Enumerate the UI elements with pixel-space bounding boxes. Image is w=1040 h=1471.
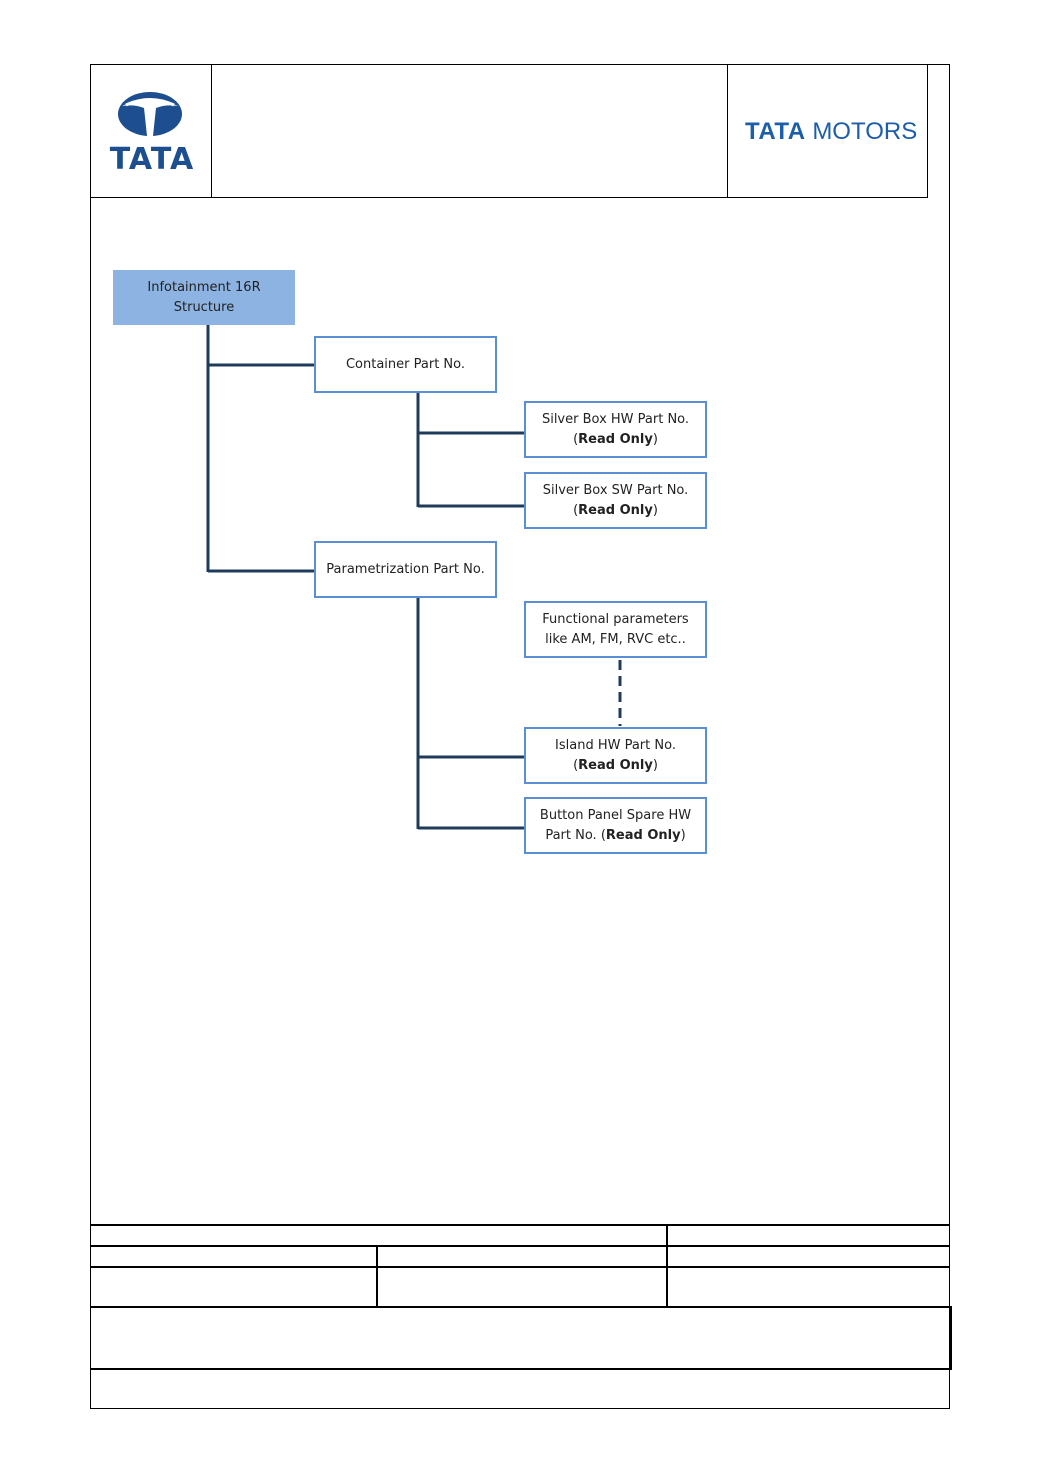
paren: ): [680, 827, 686, 843]
tata-logo-text: TATA: [109, 142, 195, 177]
read-only-text: Read Only: [578, 757, 653, 773]
node-container-label: Container Part No.: [345, 356, 466, 372]
node-functional-line1: Functional parameters: [542, 611, 689, 627]
node-root-line1: Infotainment 16R: [147, 279, 261, 295]
header-divider-left: [211, 64, 212, 198]
node-param-label: Parametrization Part No.: [326, 561, 485, 577]
node-island-line1: Island HW Part No.: [555, 737, 676, 753]
node-island-hw: Island HW Part No. (Read Only): [524, 727, 707, 784]
tata-motors-brand: TATA MOTORS: [745, 118, 917, 146]
node-infotainment-structure: Infotainment 16R Structure: [113, 270, 295, 325]
paren: (: [573, 502, 579, 518]
node-container-part-no: Container Part No.: [314, 336, 497, 393]
footer-rule-5: [90, 1368, 952, 1370]
node-button-panel-spare-hw: Button Panel Spare HW Part No. (Read Onl…: [524, 797, 707, 854]
footer-rule-3: [90, 1266, 950, 1268]
tata-emblem-icon: [118, 92, 182, 136]
brand-rest-text: MOTORS: [812, 118, 918, 145]
node-functional-parameters: Functional parameters like AM, FM, RVC e…: [524, 601, 707, 658]
node-button-line2-pre: Part No. (: [545, 827, 606, 843]
footer-rule-1: [90, 1224, 950, 1226]
paren: (: [573, 757, 579, 773]
paren: ): [652, 431, 658, 447]
paren: ): [652, 757, 658, 773]
header-table: [90, 64, 928, 198]
node-button-line1: Button Panel Spare HW: [539, 807, 692, 823]
read-only-text: Read Only: [578, 502, 653, 518]
read-only-text: Read Only: [578, 431, 653, 447]
node-functional-line2: like AM, FM, RVC etc..: [545, 631, 686, 647]
node-root-line2: Structure: [173, 299, 235, 315]
paren: (: [573, 431, 579, 447]
node-silver-hw-line1: Silver Box HW Part No.: [541, 411, 690, 427]
footer-col-divider-right: [666, 1224, 668, 1307]
brand-bold-text: TATA: [745, 118, 806, 145]
footer-rule-2: [90, 1245, 950, 1247]
footer-col-divider-left: [376, 1245, 378, 1307]
paren: ): [652, 502, 658, 518]
footer-rule-4: [90, 1306, 952, 1308]
node-silver-sw-line1: Silver Box SW Part No.: [542, 482, 689, 498]
node-silver-box-sw: Silver Box SW Part No. (Read Only): [524, 472, 707, 529]
footer-rule-right: [950, 1306, 952, 1370]
node-parametrization-part-no: Parametrization Part No.: [314, 541, 497, 598]
read-only-text: Read Only: [605, 827, 681, 843]
header-divider-right: [727, 64, 728, 198]
node-silver-box-hw: Silver Box HW Part No. (Read Only): [524, 401, 707, 458]
